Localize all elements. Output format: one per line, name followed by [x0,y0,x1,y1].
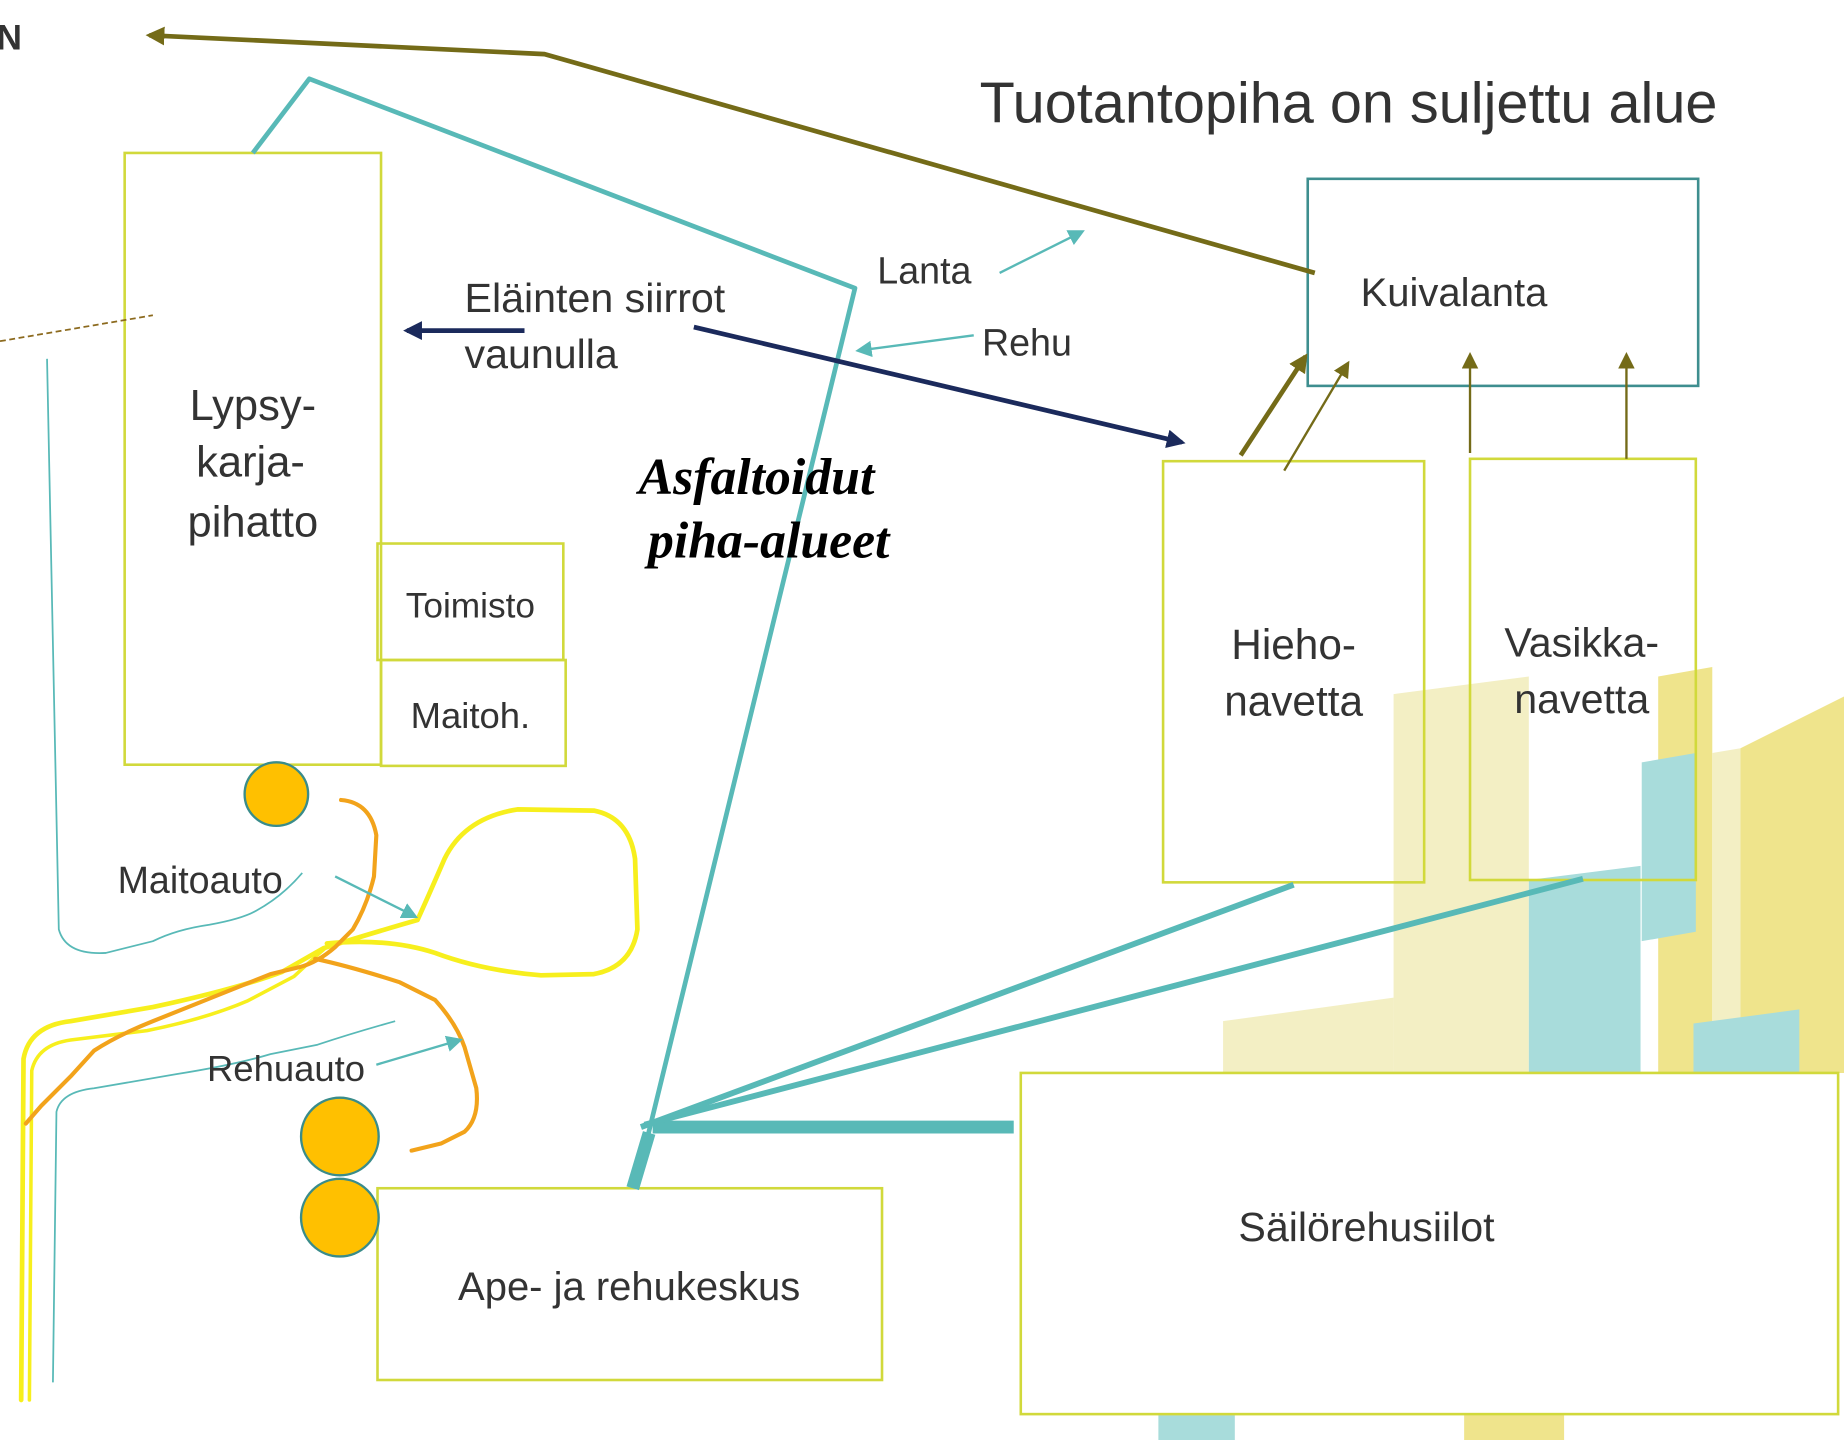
decor-shape [1464,1415,1565,1440]
building-maitohuone [379,658,567,768]
lanta-pointer-arrow [999,230,1085,274]
ape-rehukeskus-label: Ape- ja rehukeskus [458,1265,800,1309]
rehu-label: Rehu [982,321,1072,363]
decor-shape [1693,1009,1800,1073]
hiehonavetta-label-line: Hieho- [1231,621,1356,668]
decor-shape [1528,865,1641,1073]
hiehonavetta-label-line: navetta [1224,677,1363,724]
feed-route-main [250,76,858,1189]
north-label: N [0,18,22,57]
lypsykarjapihatto-label-line: Lypsy- [190,382,317,430]
maitoauto-pointer-arrow [334,875,419,918]
kuivalanta-label: Kuivalanta [1361,271,1548,315]
north-arrow-route [145,26,1316,276]
animal-transfer-label-line: Eläinten siirrot [465,275,726,321]
feed-route-hiehonavetta [639,881,1295,1130]
rehuauto-label: Rehuauto [207,1048,365,1089]
building-sailorehusiilot [1019,1071,1840,1416]
toimisto-label: Toimisto [406,587,535,626]
yellow-truck-route [18,807,640,1403]
vasikkanavetta-label-line: Vasikka- [1504,619,1659,665]
building-ape-rehukeskus [376,1186,884,1382]
lypsykarjapihatto-label-line: karja- [196,438,305,486]
manure-arrow-hiehonavetta [1238,353,1308,457]
manure-arrow-hiehonavetta [1283,360,1350,472]
animal-transfer-label-line: vaunulla [465,331,618,377]
maitohuone-label: Maitoh. [411,695,531,736]
truck-stop-marker [299,1177,380,1258]
truck-stop-marker [243,761,310,828]
feed-route-stub [626,1131,656,1191]
page-title: Tuotantopiha on suljettu alue [980,71,1718,135]
decor-shape [1641,752,1696,942]
dashed-boundary-line [0,314,154,343]
truck-stop-marker [299,1096,380,1177]
paved-area-label-line: Asfaltoidut [636,449,876,506]
decor-shape [1158,1415,1235,1440]
feed-truck-route-outline [52,1020,396,1383]
lypsykarjapihatto-label-line: pihatto [188,498,319,546]
sailorehusiilot-label: Säilörehusiilot [1238,1204,1495,1250]
rehu-pointer-arrow [855,334,974,358]
decor-shape [1712,748,1741,1073]
lanta-label: Lanta [877,250,971,292]
decor-shape [1393,676,1529,1073]
decor-shape [1223,997,1394,1073]
yellow-truck-route [27,942,332,1402]
animal-transfer-arrow-right [693,324,1186,449]
building-hiehonavetta [1161,459,1426,884]
building-kuivalanta [1306,177,1700,388]
milk-truck-route-outline [46,358,303,954]
feed-route-vasikkanavetta [643,875,1584,1128]
vasikkanavetta-label-line: navetta [1514,676,1649,722]
orange-truck-route [23,797,379,1126]
paved-area-label-line: piha-alueet [644,513,891,570]
rehuauto-pointer-arrow [375,1035,463,1066]
orange-truck-route [313,956,479,1153]
maitoauto-label: Maitoauto [118,859,283,901]
decor-shape [1740,696,1844,1073]
background-decoration [1158,667,1844,1440]
